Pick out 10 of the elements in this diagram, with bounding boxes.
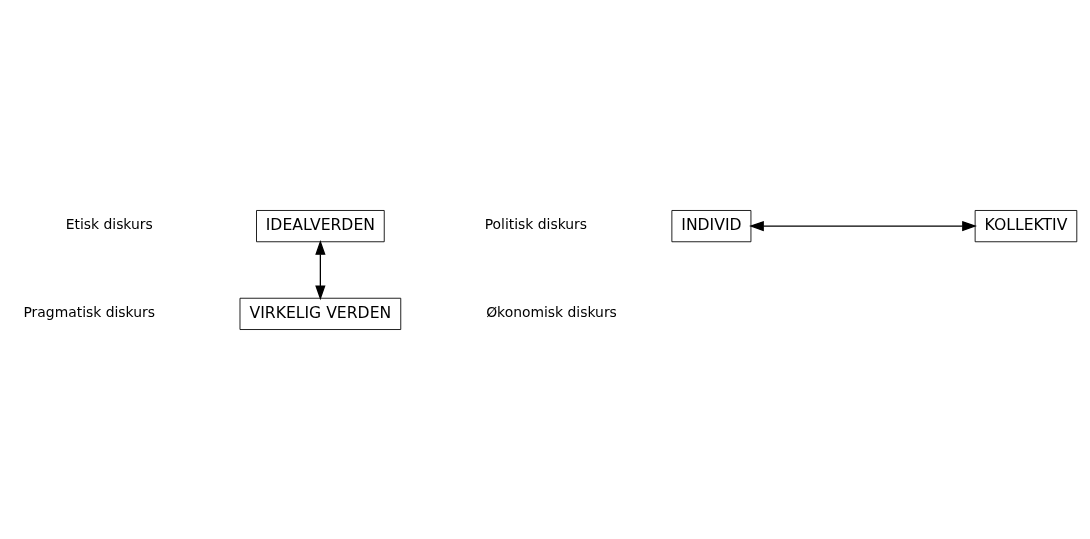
label: Etisk diskurs bbox=[65, 215, 153, 232]
label: Økonomisk diskurs bbox=[486, 303, 617, 320]
node-box: VIRKELIG VERDEN bbox=[239, 297, 402, 330]
arrow bbox=[749, 220, 977, 231]
label: Politisk diskurs bbox=[484, 215, 588, 232]
node-box: KOLLEKTIV bbox=[974, 209, 1078, 242]
node-box: INDIVID bbox=[671, 209, 752, 242]
label: Pragmatisk diskurs bbox=[23, 303, 155, 320]
arrow bbox=[315, 239, 326, 300]
node-box: IDEALVERDEN bbox=[256, 209, 385, 242]
